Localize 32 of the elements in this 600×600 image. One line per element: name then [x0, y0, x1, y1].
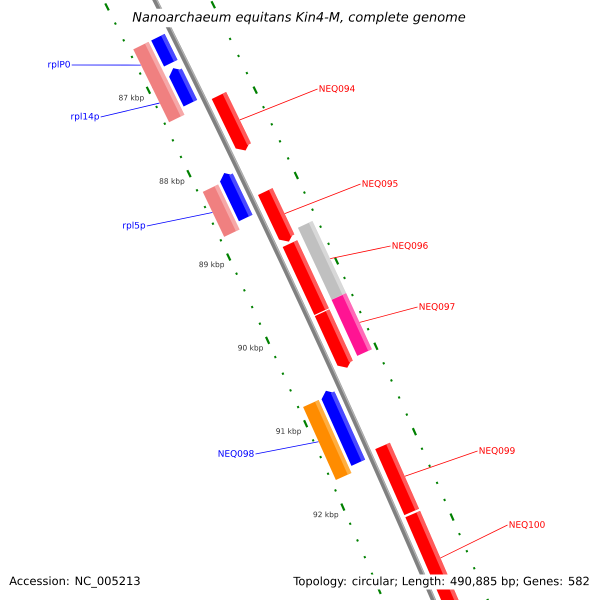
gene-feature [212, 92, 252, 150]
title: Nanoarchaeum equitans Kin4-M, complete genome [129, 8, 469, 28]
gene-label: NEQ097 [420, 303, 454, 311]
gene-feature [298, 220, 346, 300]
gene-label: NEQ100 [510, 521, 545, 529]
gene-feature [322, 390, 366, 466]
gene-label: NEQ094 [320, 85, 355, 93]
accession-text: Accession: NC_005213 [9, 576, 140, 588]
leader-line [255, 441, 319, 454]
gene-feature [375, 442, 420, 516]
gene-label: NEQ098 [218, 450, 254, 458]
gene-label: rplP0 [48, 60, 70, 70]
gene-feature [151, 34, 178, 67]
leader-line [330, 246, 391, 260]
gene-label: NEQ096 [392, 242, 428, 250]
leader-line [100, 102, 160, 118]
leader-line [239, 88, 318, 120]
leader-line [71, 64, 142, 66]
gene-label: NEQ095 [362, 180, 398, 188]
gene-label: rpl14p [71, 112, 99, 122]
leader-line [440, 524, 508, 558]
genome-info-text: Topology: circular; Length: 490,885 bp; Genes: 582 [291, 574, 592, 590]
leader-line [146, 212, 213, 226]
gene-label: rpl5p [123, 222, 146, 230]
leader-line [359, 306, 418, 323]
gene-feature [220, 173, 252, 222]
gene-feature [169, 68, 198, 106]
leader-line [404, 450, 478, 477]
gene-feature [332, 293, 372, 356]
gene-feature [258, 188, 294, 242]
gene-label: NEQ099 [480, 447, 515, 455]
leader-line [284, 184, 361, 214]
